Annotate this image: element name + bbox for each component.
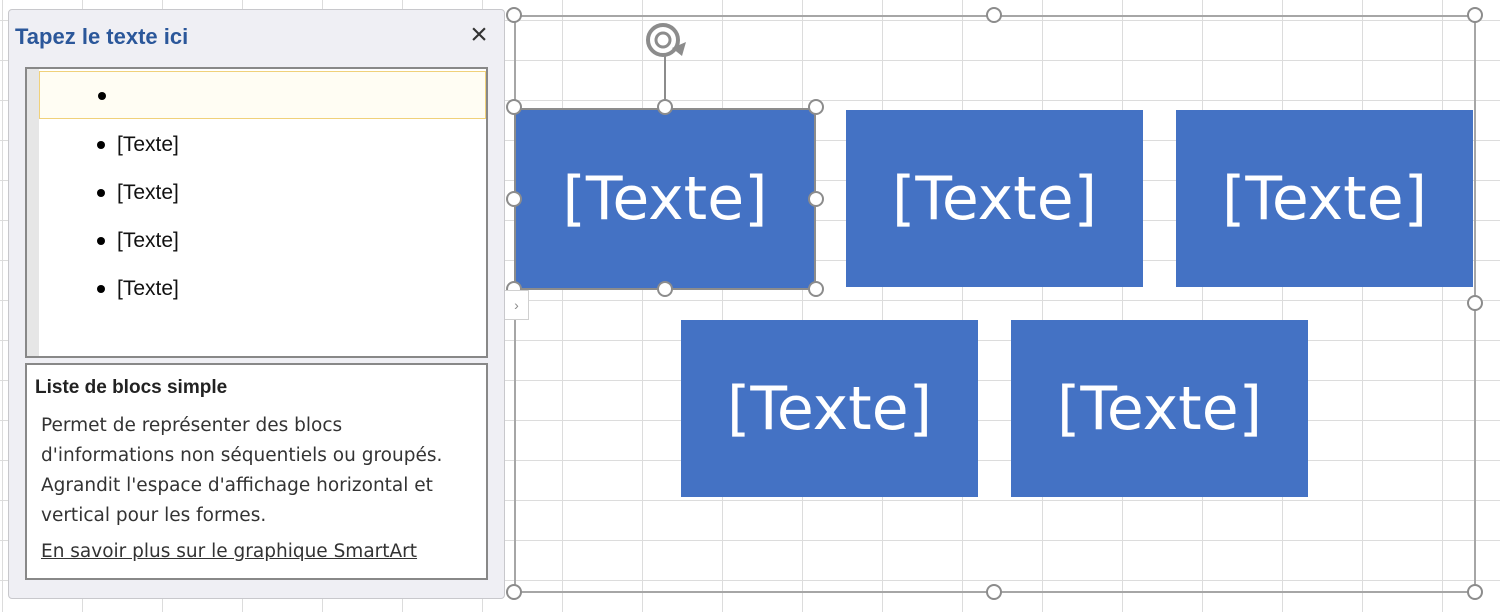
smartart-block-text: [Texte] — [891, 163, 1098, 234]
resize-handle-right[interactable] — [1467, 295, 1483, 311]
resize-handle-bottom[interactable] — [986, 584, 1002, 600]
text-pane-item[interactable]: [Texte] — [39, 265, 486, 313]
text-pane-title: Tapez le texte ici — [15, 24, 189, 49]
close-icon[interactable]: × — [470, 18, 488, 51]
smartart-block-text: [Texte] — [562, 164, 768, 234]
text-pane-item-text: [Texte] — [117, 181, 179, 204]
resize-handle-bottom-right[interactable] — [1467, 584, 1483, 600]
shape-handle-top-right[interactable] — [808, 99, 824, 115]
rotate-handle-icon[interactable] — [642, 18, 688, 64]
bullet-icon — [98, 92, 106, 100]
smartart-block-3[interactable]: [Texte] — [1176, 110, 1473, 287]
text-pane-item[interactable]: [Texte] — [39, 169, 486, 217]
smartart-block-2[interactable]: [Texte] — [846, 110, 1143, 287]
shape-handle-top-left[interactable] — [506, 99, 522, 115]
shape-handle-bottom[interactable] — [657, 281, 673, 297]
smartart-block-5[interactable]: [Texte] — [1011, 320, 1308, 497]
bullet-icon — [97, 237, 105, 245]
smartart-block-text: [Texte] — [1221, 163, 1428, 234]
editor-gutter — [27, 69, 39, 356]
text-pane-item-text: [Texte] — [117, 133, 179, 156]
layout-description-text: Permet de représenter des blocs d'inform… — [41, 415, 443, 526]
resize-handle-top-right[interactable] — [1467, 7, 1483, 23]
shape-handle-top[interactable] — [657, 99, 673, 115]
smartart-block-text: [Texte] — [726, 373, 933, 444]
rotate-connector — [664, 56, 666, 100]
layout-description: Liste de blocs simple Permet de représen… — [25, 363, 488, 580]
text-pane-item-text: [Texte] — [117, 229, 179, 252]
text-pane-item[interactable] — [39, 71, 486, 119]
text-pane-item-text: [Texte] — [117, 277, 179, 300]
shape-handle-bottom-right[interactable] — [808, 281, 824, 297]
resize-handle-bottom-left[interactable] — [506, 584, 522, 600]
smartart-block-4[interactable]: [Texte] — [681, 320, 978, 497]
shape-handle-right[interactable] — [808, 191, 824, 207]
text-pane-item[interactable]: [Texte] — [39, 217, 486, 265]
bullet-icon — [97, 285, 105, 293]
smartart-block-1[interactable]: [Texte] — [514, 108, 816, 290]
bullet-icon — [97, 189, 105, 197]
shape-handle-left[interactable] — [506, 191, 522, 207]
resize-handle-top-left[interactable] — [506, 7, 522, 23]
chevron-right-icon[interactable]: › — [505, 290, 529, 320]
text-pane-item[interactable]: [Texte] — [39, 121, 486, 169]
text-pane: Tapez le texte ici × [Texte] [Texte] [Te… — [8, 9, 505, 599]
text-pane-editor[interactable]: [Texte] [Texte] [Texte] [Texte] — [25, 67, 488, 358]
bullet-icon — [97, 141, 105, 149]
resize-handle-top[interactable] — [986, 7, 1002, 23]
layout-title: Liste de blocs simple — [35, 377, 228, 398]
smartart-block-text: [Texte] — [1056, 373, 1263, 444]
smartart-help-link[interactable]: En savoir plus sur le graphique SmartArt — [41, 541, 418, 562]
